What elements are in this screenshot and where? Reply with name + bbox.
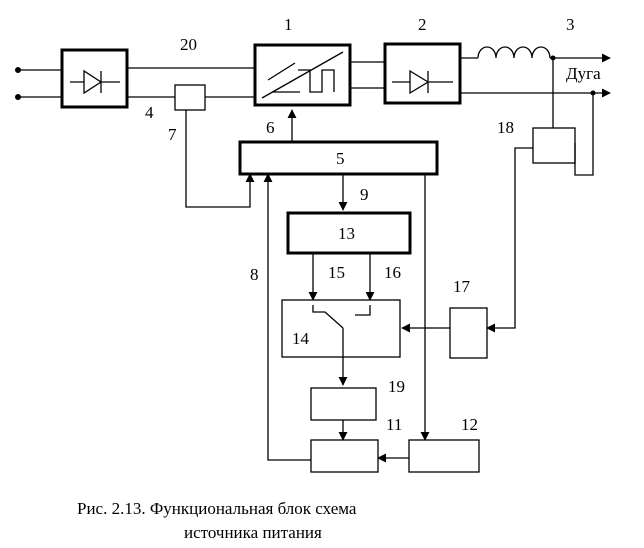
label-8: 8 xyxy=(250,265,259,284)
label-9: 9 xyxy=(360,185,369,204)
label-15: 15 xyxy=(328,263,345,282)
label-4: 4 xyxy=(145,103,154,122)
inverter-block-1 xyxy=(253,43,352,107)
block-17 xyxy=(449,307,488,359)
label-11: 11 xyxy=(386,415,402,434)
current-sensor-block-4 xyxy=(174,84,206,111)
label-17: 17 xyxy=(453,277,471,296)
caption-line-1: Рис. 2.13. Функциональная блок схема xyxy=(77,499,357,518)
switch-contact-icon xyxy=(312,305,344,329)
block-12 xyxy=(408,439,480,473)
label-6: 6 xyxy=(266,118,275,137)
label-14: 14 xyxy=(292,329,310,348)
output-rectifier-block-2 xyxy=(383,42,462,105)
block-11 xyxy=(310,439,379,473)
label-16: 16 xyxy=(384,263,401,282)
voltage-sensor-block-18 xyxy=(532,127,576,164)
label-18: 18 xyxy=(497,118,514,137)
diode-icon xyxy=(409,69,430,95)
pulse-waveform-icon xyxy=(272,69,335,93)
label-7: 7 xyxy=(168,125,177,144)
label-20: 20 xyxy=(180,35,197,54)
label-2: 2 xyxy=(418,15,427,34)
control-block-5 xyxy=(238,140,439,176)
block-13 xyxy=(286,211,412,255)
diode-icon xyxy=(83,69,103,95)
label-12: 12 xyxy=(461,415,478,434)
caption-line-2: источника питания xyxy=(184,523,322,542)
label-3: 3 xyxy=(566,15,575,34)
block-19 xyxy=(310,387,377,421)
output-label: Дуга xyxy=(566,64,601,83)
label-5: 5 xyxy=(336,149,345,168)
label-1: 1 xyxy=(284,15,293,34)
label-13: 13 xyxy=(338,224,355,243)
label-19: 19 xyxy=(388,377,405,396)
inductor-icon xyxy=(477,46,551,59)
switch-block-14 xyxy=(281,299,401,358)
input-rectifier-block xyxy=(60,48,129,109)
